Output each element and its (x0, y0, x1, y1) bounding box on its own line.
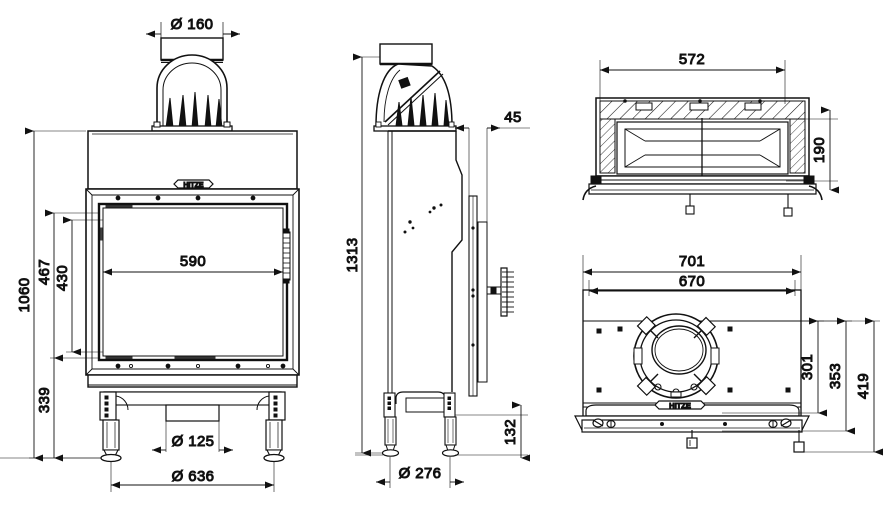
dim-section-height: 190 (786, 106, 839, 194)
dim-front-flue-diameter: Ø 160 (146, 16, 240, 46)
plan-view: HITZE (574, 253, 883, 456)
front-view: HITZE (0, 16, 300, 492)
dim-plan-body-width: 670 (588, 273, 796, 296)
dim-label-section-width: 572 (679, 51, 705, 68)
dim-label-side-base-height: 132 (502, 419, 519, 445)
plan-right-controls (768, 418, 792, 429)
dim-label-glass-height: 430 (54, 265, 71, 291)
dim-front-base-height: 339 (36, 386, 54, 413)
plan-front-rail: HITZE (583, 400, 801, 417)
plan-flue-collar (633, 313, 720, 399)
dim-label-section-height: 190 (811, 137, 828, 163)
dim-front-glass-height: 430 (54, 216, 103, 356)
front-glass-pane (97, 202, 291, 362)
side-handle-bracket (486, 267, 514, 317)
dim-plan-depth-3: 419 (800, 317, 883, 456)
dim-label-door-offset: 45 (504, 109, 522, 126)
dim-side-door-offset: 45 (455, 109, 530, 226)
dim-front-inlet-diameter: Ø 125 (152, 421, 233, 454)
dim-plan-overall-width: 701 (582, 253, 802, 292)
dim-plan-depth-2: 353 (722, 317, 855, 435)
section-view: 572 190 (582, 51, 839, 217)
front-legs (99, 391, 286, 463)
dim-side-overall-height: 1313 (344, 53, 383, 457)
dim-label-inlet-diameter: Ø 125 (172, 433, 215, 450)
dim-label-plan-overall-width: 701 (679, 253, 705, 270)
dim-side-depth: Ø 276 (355, 454, 464, 488)
dim-label-plan-depth-3: 419 (855, 373, 872, 399)
brand-badge-plan: HITZE (654, 400, 706, 411)
front-body: HITZE (87, 130, 298, 190)
dim-section-width: 572 (599, 51, 786, 104)
side-body (387, 130, 463, 400)
section-top-notches (623, 99, 762, 111)
plan-bottom-flange (574, 415, 810, 453)
plan-left-controls (592, 418, 616, 429)
section-bottom-rail (582, 175, 823, 217)
front-base (87, 374, 298, 422)
front-flue-assembly (151, 37, 233, 132)
dim-label-firebox-height: 467 (36, 259, 53, 285)
dim-front-glass-width: 590 (103, 253, 283, 276)
dim-label-base-height: 339 (36, 387, 53, 413)
dim-front-firebox-height: 467 (36, 209, 99, 462)
brand-logo-front: HITZE (183, 182, 204, 189)
dim-label-plan-depth-1: 301 (799, 354, 816, 380)
dim-front-overall-width: Ø 636 (0, 457, 275, 492)
dim-label-side-height: 1313 (344, 238, 361, 273)
dim-label-flue-diameter: Ø 160 (171, 16, 214, 33)
plan-fixing-points (596, 326, 791, 393)
side-base-legs (381, 391, 460, 457)
section-inner-frame (616, 118, 789, 182)
dim-plan-depth-1: 301 (722, 317, 827, 417)
dim-side-base-height: 132 (455, 401, 530, 462)
brand-badge-front: HITZE (173, 179, 214, 190)
dim-label-overall-width: Ø 636 (172, 468, 215, 485)
side-flue-assembly (373, 43, 457, 132)
dim-label-plan-depth-2: 353 (827, 363, 844, 389)
side-view: 1313 45 132 Ø 276 (344, 43, 530, 488)
dim-label-overall-height: 1060 (16, 278, 33, 313)
side-door-panel (468, 195, 514, 397)
dim-label-plan-body-width: 670 (679, 273, 705, 290)
dim-front-overall-height: 1060 (16, 127, 101, 462)
brand-logo-plan: HITZE (669, 401, 691, 410)
dim-label-glass-width: 590 (180, 253, 206, 270)
dim-label-side-depth: Ø 276 (399, 465, 442, 482)
